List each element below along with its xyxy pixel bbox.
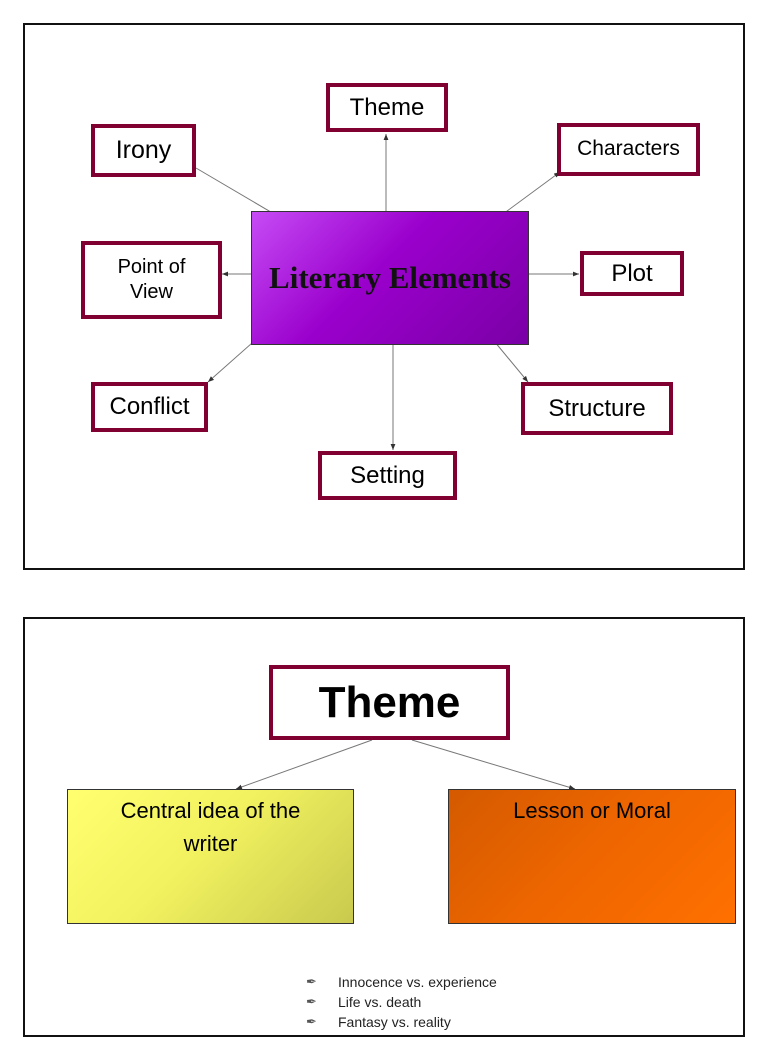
card-right-label: Lesson or Moral bbox=[513, 798, 671, 823]
theme-title: Theme bbox=[318, 677, 461, 727]
node-setting-label: Setting bbox=[350, 461, 425, 489]
list-item: ✒ Life vs. death bbox=[306, 992, 497, 1012]
center-line1: Literary bbox=[269, 260, 381, 296]
node-characters: Characters bbox=[557, 123, 700, 176]
node-theme: Theme bbox=[326, 83, 448, 132]
list-item: ✒ Innocence vs. experience bbox=[306, 972, 497, 992]
card-left-line2: writer bbox=[183, 831, 238, 856]
example-text: Life vs. death bbox=[338, 994, 422, 1010]
center-node-literary-elements: Literary Elements bbox=[251, 211, 529, 345]
example-text: Fantasy vs. reality bbox=[338, 1014, 451, 1030]
node-structure-label: Structure bbox=[548, 394, 646, 422]
node-plot-label: Plot bbox=[611, 259, 653, 287]
pen-nib-icon: ✒ bbox=[306, 994, 317, 1009]
node-irony-label: Irony bbox=[115, 135, 172, 164]
list-item: ✒ Fantasy vs. reality bbox=[306, 1012, 497, 1032]
node-characters-label: Characters bbox=[577, 137, 680, 161]
card-left-line1: Central idea of the bbox=[120, 798, 301, 823]
node-setting: Setting bbox=[318, 451, 457, 500]
example-text: Innocence vs. experience bbox=[338, 974, 497, 990]
node-conflict: Conflict bbox=[91, 382, 208, 432]
theme-examples-list: ✒ Innocence vs. experience ✒ Life vs. de… bbox=[306, 972, 497, 1032]
node-pov-line2: View bbox=[129, 281, 173, 303]
node-structure: Structure bbox=[521, 382, 673, 435]
pen-nib-icon: ✒ bbox=[306, 1014, 317, 1029]
node-point-of-view: Point of View bbox=[81, 241, 222, 319]
pen-nib-icon: ✒ bbox=[306, 974, 317, 989]
theme-title-box: Theme bbox=[269, 665, 510, 740]
node-pov-line1: Point of bbox=[117, 256, 186, 278]
card-lesson-moral: Lesson or Moral bbox=[448, 789, 736, 924]
node-irony: Irony bbox=[91, 124, 196, 177]
node-theme-label: Theme bbox=[349, 93, 425, 121]
node-plot: Plot bbox=[580, 251, 684, 296]
card-central-idea: Central idea of the writer bbox=[67, 789, 354, 924]
center-line2: Elements bbox=[388, 260, 511, 296]
node-conflict-label: Conflict bbox=[109, 393, 190, 420]
